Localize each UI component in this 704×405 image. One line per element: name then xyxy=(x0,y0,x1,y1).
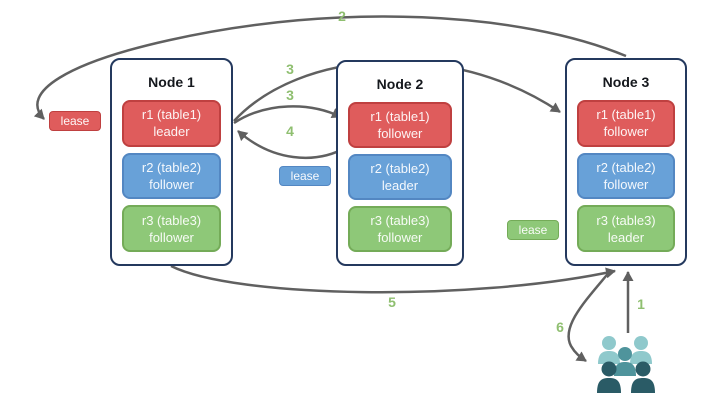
lease-label-red: lease xyxy=(49,111,101,131)
step-label-3b: 3 xyxy=(286,87,294,103)
replica-name: r3 (table3) xyxy=(596,212,656,228)
step-label-1: 1 xyxy=(637,296,645,312)
replica-name: r1 (table1) xyxy=(596,107,656,123)
node-1-title: Node 1 xyxy=(148,74,195,90)
replica-name: r2 (table2) xyxy=(370,161,430,176)
node-2-title: Node 2 xyxy=(376,76,424,92)
step-label-3a: 3 xyxy=(286,61,294,77)
step-label-6: 6 xyxy=(556,319,564,335)
node-3-replica-r2: r2 (table2) follower xyxy=(577,152,675,200)
node-1-replicas: r1 (table1) leader r2 (table2) follower … xyxy=(122,100,221,253)
node-1: Node 1 r1 (table1) leader r2 (table2) fo… xyxy=(110,58,233,266)
arrow-5-node1-to-node3 xyxy=(170,264,616,294)
node-3-title: Node 3 xyxy=(602,74,650,90)
replica-name: r3 (table3) xyxy=(370,213,430,228)
replica-name: r2 (table2) xyxy=(141,160,202,175)
step-label-2: 2 xyxy=(338,8,346,24)
node-3-replica-r1: r1 (table1) follower xyxy=(577,100,675,147)
replica-role: leader xyxy=(381,178,419,193)
replica-name: r3 (table3) xyxy=(141,212,202,228)
replica-role: follower xyxy=(377,230,423,245)
replica-role: follower xyxy=(149,177,194,192)
replica-role: follower xyxy=(603,124,649,140)
node-2-replica-r1: r1 (table1) follower xyxy=(348,102,452,148)
node-2-replicas: r1 (table1) follower r2 (table2) leader … xyxy=(348,102,452,252)
node-3: Node 3 r1 (table1) follower r2 (table2) … xyxy=(565,58,687,266)
replica-role: leader xyxy=(153,124,190,140)
node-3-replicas: r1 (table1) follower r2 (table2) followe… xyxy=(577,100,675,253)
arrow-3-node1-to-node2 xyxy=(233,105,342,125)
node-3-replica-r3: r3 (table3) leader xyxy=(577,205,675,253)
node-1-replica-r1: r1 (table1) leader xyxy=(122,100,221,147)
clients-icon xyxy=(597,336,655,393)
replica-role: follower xyxy=(377,126,423,141)
replica-role: leader xyxy=(607,229,645,245)
step-label-5: 5 xyxy=(388,294,396,310)
node-2-replica-r2: r2 (table2) leader xyxy=(348,154,452,200)
lease-label-blue: lease xyxy=(279,166,331,186)
node-2: Node 2 r1 (table1) follower r2 (table2) … xyxy=(336,60,464,266)
node-1-replica-r2: r2 (table2) follower xyxy=(122,152,221,200)
lease-label-green: lease xyxy=(507,220,559,240)
replica-role: follower xyxy=(603,177,649,192)
replica-name: r1 (table1) xyxy=(141,107,202,123)
node-2-replica-r3: r3 (table3) follower xyxy=(348,206,452,252)
step-label-4: 4 xyxy=(286,123,294,139)
replica-name: r1 (table1) xyxy=(370,109,430,124)
arrow-6-node3-to-clients xyxy=(567,269,612,363)
node-1-replica-r3: r3 (table3) follower xyxy=(122,205,221,253)
replica-role: follower xyxy=(149,229,194,245)
replica-name: r2 (table2) xyxy=(596,160,656,175)
